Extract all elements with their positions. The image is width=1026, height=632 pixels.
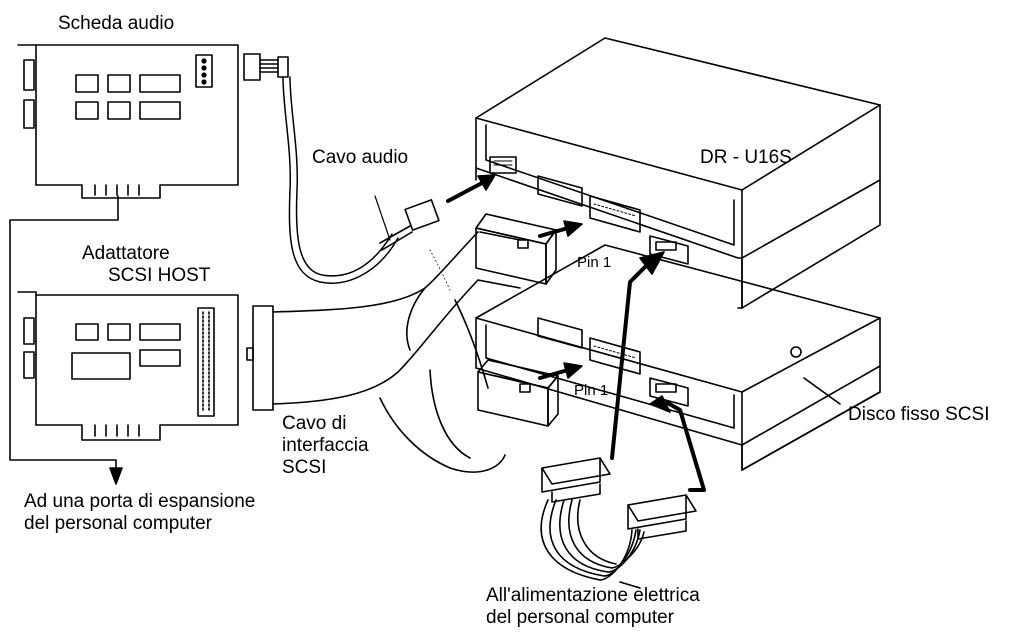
drive-model-label: DR - U16S <box>700 147 792 168</box>
cd-rom-drive <box>475 37 881 309</box>
audio-cable-label: Cavo audio <box>312 147 409 168</box>
audio-cable <box>282 76 440 284</box>
scsi-host-adapter <box>17 291 274 441</box>
sound-card-label: Scheda audio <box>58 13 175 34</box>
pin1-top-label: Pin 1 <box>577 254 612 271</box>
power-cable <box>540 457 697 589</box>
expansion-port-label-line2: del personal computer <box>24 513 212 534</box>
hard-disk-label: Disco fisso SCSI <box>848 404 990 425</box>
power-supply-label-line1: All'alimentazione elettrica <box>486 585 700 606</box>
power-supply-label-line2: del personal computer <box>486 607 674 628</box>
host-adapter-label-line1: Adattatore <box>82 243 170 264</box>
connection-arrows <box>446 174 706 492</box>
scsi-cable-label-line2: interfaccia <box>282 435 369 456</box>
pin1-bottom-label: Pin 1 <box>574 382 609 399</box>
expansion-port-label-line1: Ad una porta di espansione <box>24 491 256 512</box>
scsi-cable-label-line3: SCSI <box>282 457 327 478</box>
expansion-bus-line <box>9 195 123 485</box>
host-adapter-label-line2: SCSI HOST <box>108 265 211 286</box>
sound-card <box>17 44 289 199</box>
hard-disk-drive <box>475 244 881 471</box>
scsi-cable-label-line1: Cavo di <box>282 413 347 434</box>
